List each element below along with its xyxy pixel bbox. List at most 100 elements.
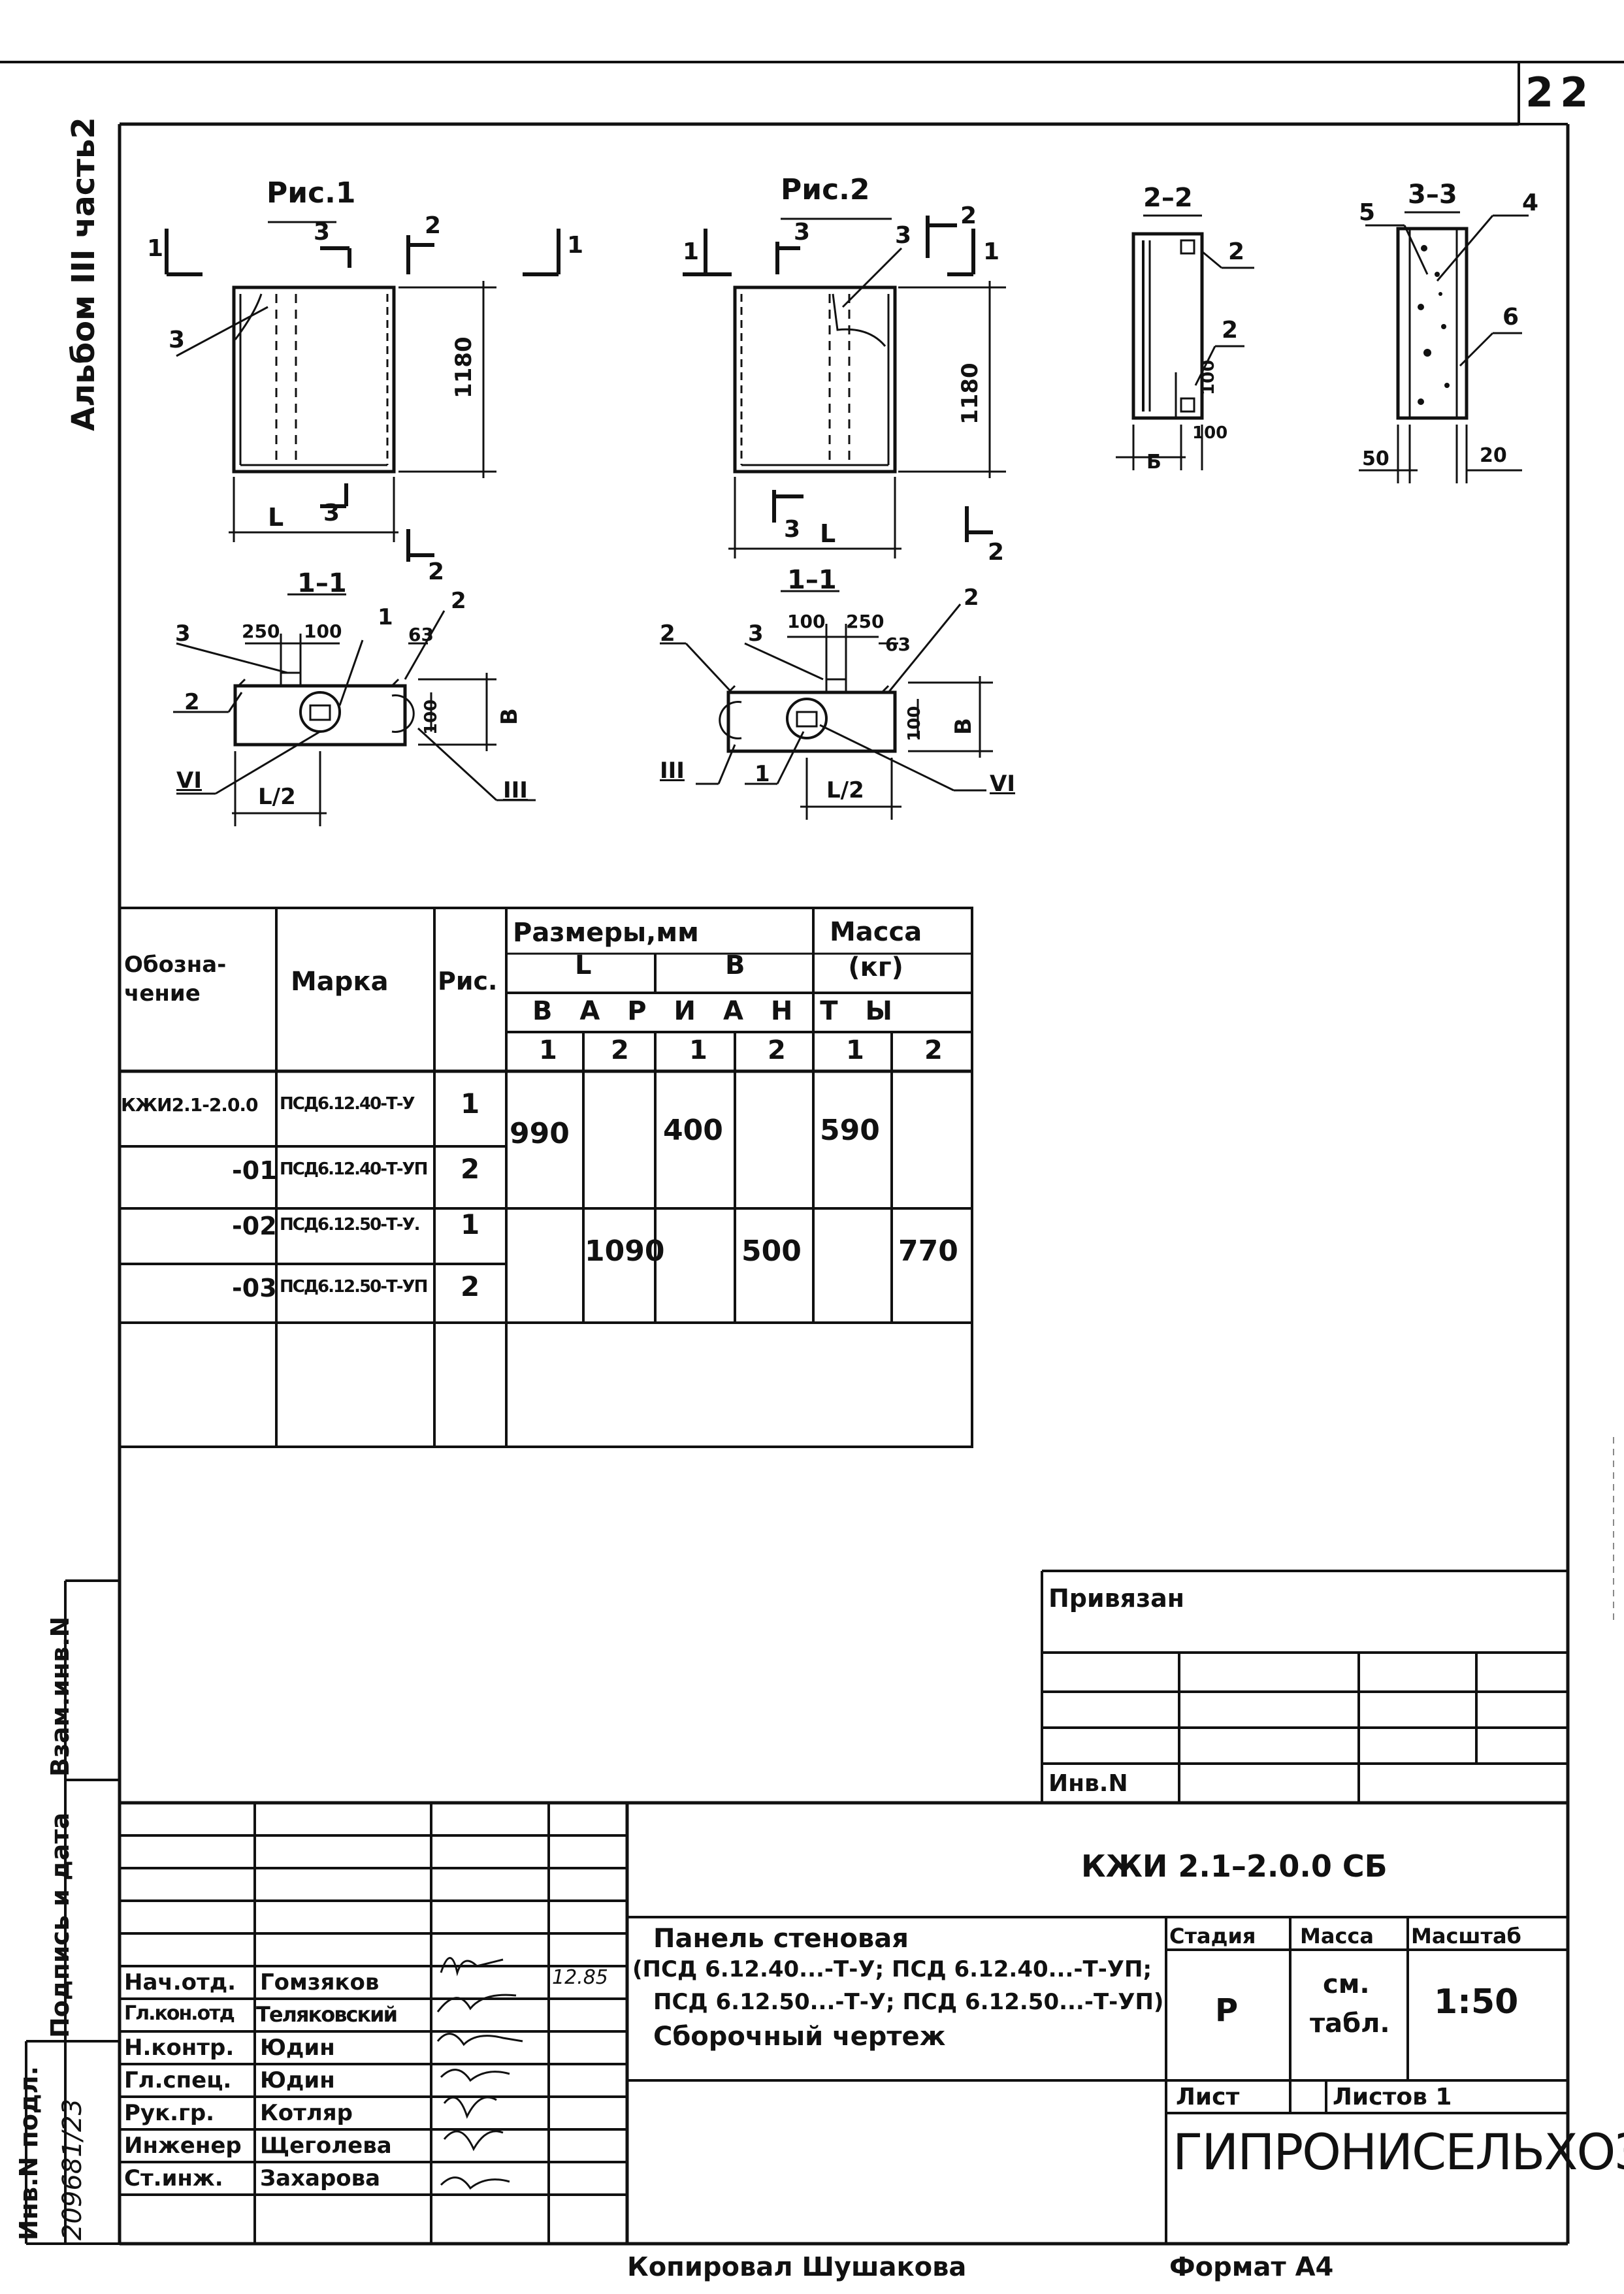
fig1-title: Рис.1 bbox=[267, 176, 356, 210]
sec11b-item2b: 2 bbox=[964, 585, 979, 611]
sec11a-body bbox=[233, 684, 407, 747]
sec11a-title: 1–1 bbox=[297, 568, 347, 598]
row3-designation: -03 bbox=[232, 1274, 277, 1302]
footer-format: Формат А4 bbox=[1169, 2252, 1334, 2282]
row3-fig: 2 bbox=[461, 1270, 480, 1302]
sec11b-node-iii: III bbox=[660, 758, 685, 784]
stage-label: Стадия bbox=[1169, 1924, 1256, 1948]
fig1-panel bbox=[232, 285, 396, 474]
staff-6-name: Захарова bbox=[260, 2165, 381, 2191]
staff-1-role: Гл.кон.отд bbox=[124, 2002, 235, 2025]
sec33-item4: 4 bbox=[1522, 189, 1539, 216]
th-v3: 1 bbox=[689, 1035, 707, 1065]
fig2-item3: 3 bbox=[895, 222, 912, 249]
sec33-title: 3–3 bbox=[1408, 180, 1457, 210]
row3-mark: ПСД6.12.50-Т-УП bbox=[280, 1277, 428, 1297]
sec33-dim-50: 50 bbox=[1362, 447, 1389, 470]
fig1-dim-l: L bbox=[268, 503, 284, 532]
val-b1: 400 bbox=[663, 1114, 723, 1147]
sec11a-item2: 2 bbox=[184, 689, 200, 715]
th-mark: Марка bbox=[291, 967, 389, 997]
val-l2: 1090 bbox=[585, 1235, 665, 1268]
sec22-dim-b: Б bbox=[1146, 451, 1161, 474]
th-variants: В А Р И А Н Т Ы bbox=[532, 996, 901, 1026]
staff-4-name: Котляр bbox=[260, 2100, 353, 2126]
fig1-cut2-bottom: 2 bbox=[428, 558, 445, 585]
fig2-panel bbox=[733, 285, 897, 474]
sec11b-dim-250: 250 bbox=[846, 611, 885, 632]
staff-0-name: Гомзяков bbox=[260, 1969, 380, 1995]
sec11b-node-vi: VI bbox=[990, 771, 1015, 797]
sec11b-item2: 2 bbox=[660, 621, 675, 647]
fig2-title: Рис.2 bbox=[781, 173, 870, 206]
sec11a-dim-250: 250 bbox=[242, 621, 280, 642]
org-name: ГИПРОНИСЕЛЬХОЗ bbox=[1173, 2123, 1624, 2181]
date-value: 12.85 bbox=[552, 1966, 608, 1989]
doc-name-3: ПСД 6.12.50...-Т-У; ПСД 6.12.50...-Т-УП) bbox=[653, 1989, 1164, 2015]
th-l: L bbox=[575, 950, 592, 980]
scale-value: 1:50 bbox=[1434, 1982, 1519, 2022]
sec22-title: 2–2 bbox=[1143, 183, 1193, 213]
staff-2-role: Н.контр. bbox=[124, 2035, 235, 2061]
staff-3-name: Юдин bbox=[260, 2067, 335, 2093]
fig2-cut3-bottom: 3 bbox=[784, 516, 801, 543]
th-designation: Обозна- чение bbox=[124, 952, 227, 1007]
fig2-cut1-right: 1 bbox=[983, 238, 1000, 265]
sec11a-dim-half: L/2 bbox=[258, 784, 296, 810]
sec33-item6: 6 bbox=[1502, 304, 1519, 331]
fig1-cut3-top: 3 bbox=[314, 219, 331, 246]
th-v4: 2 bbox=[768, 1035, 786, 1065]
sec11a-dim-63: 63 bbox=[408, 624, 434, 645]
row1-designation: -01 bbox=[232, 1156, 277, 1185]
scale-label: Масштаб bbox=[1411, 1924, 1521, 1948]
th-fig: Рис. bbox=[438, 967, 498, 995]
sec11b-item3: 3 bbox=[748, 621, 764, 647]
staff-4-role: Рук.гр. bbox=[124, 2100, 215, 2126]
fig1-cut1-right: 1 bbox=[567, 232, 584, 259]
row1-fig: 2 bbox=[461, 1153, 480, 1185]
sec22-item2b: 2 bbox=[1222, 317, 1239, 344]
th-v5: 1 bbox=[846, 1035, 864, 1065]
binding-inv: Инв.N bbox=[1048, 1770, 1128, 1797]
th-mass: Масса (кг) bbox=[830, 917, 922, 982]
doc-name-2: (ПСД 6.12.40...-Т-У; ПСД 6.12.40...-Т-УП… bbox=[632, 1956, 1152, 1982]
val-l1: 990 bbox=[510, 1117, 570, 1150]
binding-title: Привязан bbox=[1048, 1584, 1185, 1613]
row0-designation: КЖИ2.1-2.0.0 bbox=[121, 1094, 259, 1116]
row2-fig: 1 bbox=[461, 1208, 480, 1240]
sec11b-dim-63: 63 bbox=[885, 634, 911, 655]
sec33-panel bbox=[1396, 227, 1469, 420]
staff-3-role: Гл.спец. bbox=[124, 2067, 232, 2093]
sec11a-item2b: 2 bbox=[451, 588, 466, 614]
fig1-cut1-left: 1 bbox=[147, 235, 164, 262]
th-v1: 1 bbox=[539, 1035, 557, 1065]
row2-mark: ПСД6.12.50-Т-У. bbox=[280, 1215, 420, 1235]
sec11b-dim-half: L/2 bbox=[826, 777, 864, 803]
footer-copied: Копировал Шушакова bbox=[627, 2252, 967, 2282]
sheets-label: Листов 1 bbox=[1333, 2084, 1452, 2110]
fig2-cut1-left: 1 bbox=[683, 238, 700, 265]
sec11b-title: 1–1 bbox=[787, 565, 837, 595]
sheet-label: Лист bbox=[1176, 2084, 1240, 2110]
staff-0-role: Нач.отд. bbox=[124, 1969, 236, 1995]
val-b2: 500 bbox=[741, 1235, 802, 1268]
sec22-dim-100b: 100 bbox=[1192, 423, 1228, 443]
sec11b-body bbox=[726, 690, 897, 753]
val-m2: 770 bbox=[898, 1235, 958, 1268]
fig2-dim-l: L bbox=[820, 519, 836, 548]
row2-designation: -02 bbox=[232, 1212, 277, 1240]
fig1-item3: 3 bbox=[169, 327, 186, 353]
staff-6-role: Ст.инж. bbox=[124, 2165, 223, 2191]
sheet-number: 22 bbox=[1525, 69, 1595, 116]
staff-1-name: Теляковский bbox=[256, 2002, 398, 2027]
staff-2-name: Юдин bbox=[260, 2035, 335, 2061]
doc-name-4: Сборочный чертеж bbox=[653, 2022, 946, 2052]
doc-code: КЖИ 2.1–2.0.0 СБ bbox=[1081, 1849, 1388, 1884]
sec11a-dim-100: 100 bbox=[304, 621, 342, 642]
row0-fig: 1 bbox=[461, 1088, 480, 1120]
drawing-figures bbox=[165, 211, 1529, 826]
sec22-item2a: 2 bbox=[1228, 238, 1245, 265]
staff-5-role: Инженер bbox=[124, 2133, 242, 2159]
